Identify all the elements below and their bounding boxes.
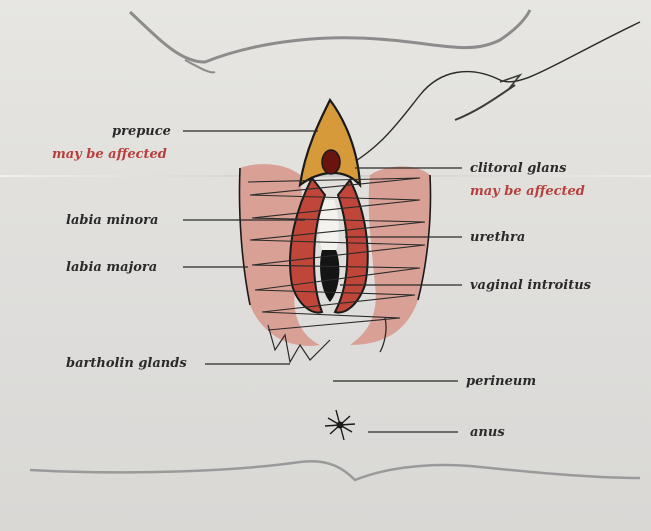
needle [455,85,515,120]
label-prepuce: prepuce [112,125,171,138]
label-vaginal-introitus: vaginal introitus [470,279,591,292]
upper-body-contour [130,10,530,62]
label-perineum: perineum [466,375,536,388]
label-prepuce-note: may be affected [52,148,167,161]
anus-shape [325,410,355,440]
label-bartholin-glands: bartholin glands [66,357,187,370]
label-clitoral-glans: clitoral glans [470,162,566,175]
label-clitoral-glans-note: may be affected [470,185,585,198]
label-anus: anus [470,426,505,439]
lower-body-contour [30,461,640,480]
clitoral-glans-shape [322,150,340,174]
label-labia-majora: labia majora [66,261,157,274]
label-urethra: urethra [470,231,525,244]
vaginal-opening-shape [320,246,339,303]
label-labia-minora: labia minora [66,214,158,227]
